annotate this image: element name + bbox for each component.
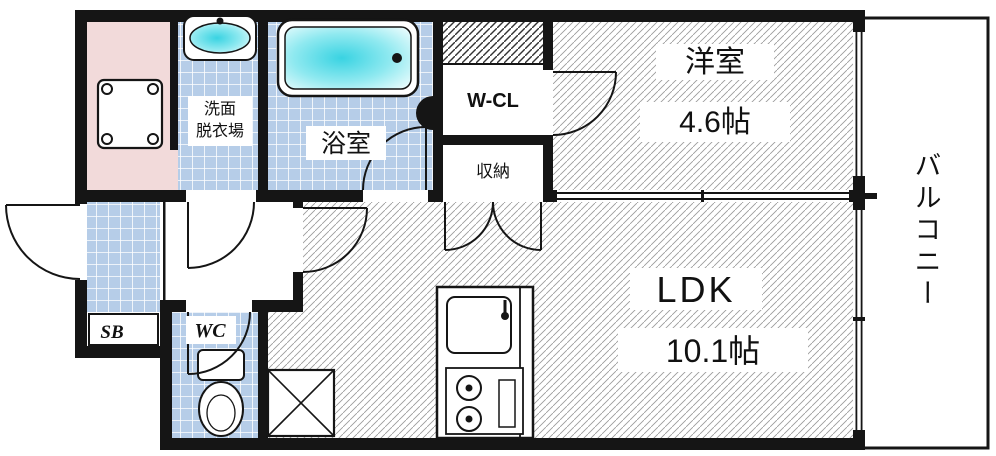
labels: 洋室 4.6帖 LDK 10.1帖 W-CL 収納 浴室 洗面 脱衣場 WC S… — [100, 46, 760, 369]
laundry-room-floor-gap — [170, 150, 178, 190]
entrance-door — [5, 204, 81, 280]
storage-floor — [443, 145, 543, 190]
sliding-partition — [557, 190, 849, 202]
balcony-partition-tick — [865, 193, 877, 199]
entrance-step-line — [163, 202, 166, 300]
label-storage: 収納 — [476, 162, 510, 181]
washing-machine-pan — [96, 78, 164, 150]
refrigerator-space — [266, 368, 336, 438]
washbasin — [183, 15, 257, 61]
floors — [87, 22, 853, 438]
toilet-fixture — [197, 349, 245, 437]
doors — [5, 71, 617, 375]
walls — [75, 10, 865, 450]
label-balcony: バルコニー — [910, 150, 941, 311]
label-walk-in-closet: W-CL — [467, 90, 519, 112]
fixtures — [88, 15, 535, 440]
label-backings — [186, 44, 808, 372]
ldk-door — [302, 207, 368, 273]
kitchen-sink — [446, 296, 512, 354]
ldk-window — [853, 210, 865, 430]
balcony-outline — [865, 16, 990, 450]
label-western-room-size: 4.6帖 — [679, 106, 751, 139]
wcl-door — [552, 71, 617, 136]
entrance-floor — [87, 202, 160, 312]
western-room-window — [853, 32, 865, 176]
basin-faucet-icon — [216, 17, 224, 25]
wcl-hatch-band — [443, 22, 543, 65]
label-washroom-line2: 脱衣場 — [196, 122, 244, 140]
hallway-floor — [166, 202, 293, 300]
label-bathroom: 浴室 — [321, 130, 371, 158]
label-western-room: 洋室 — [685, 46, 745, 79]
sink-faucet-icon — [501, 312, 509, 320]
wcl-hatch-edge — [443, 63, 543, 65]
label-ldk: LDK — [656, 269, 735, 310]
stove — [445, 367, 524, 435]
bath-faucet-icon — [392, 53, 402, 63]
label-shoe-box: SB — [100, 322, 123, 343]
washroom-door — [187, 201, 255, 269]
label-washroom-line1: 洗面 — [204, 100, 236, 118]
bathtub — [276, 18, 420, 98]
grill-icon — [498, 379, 516, 428]
label-toilet: WC — [194, 320, 226, 342]
shoe-box — [88, 313, 159, 346]
ldk-floor — [303, 202, 853, 438]
label-ldk-size: 10.1帖 — [666, 333, 760, 369]
storage-double-doors — [444, 201, 542, 251]
windows — [557, 32, 865, 430]
kitchen-counter — [435, 285, 535, 440]
shower-unit-icon — [416, 96, 433, 130]
